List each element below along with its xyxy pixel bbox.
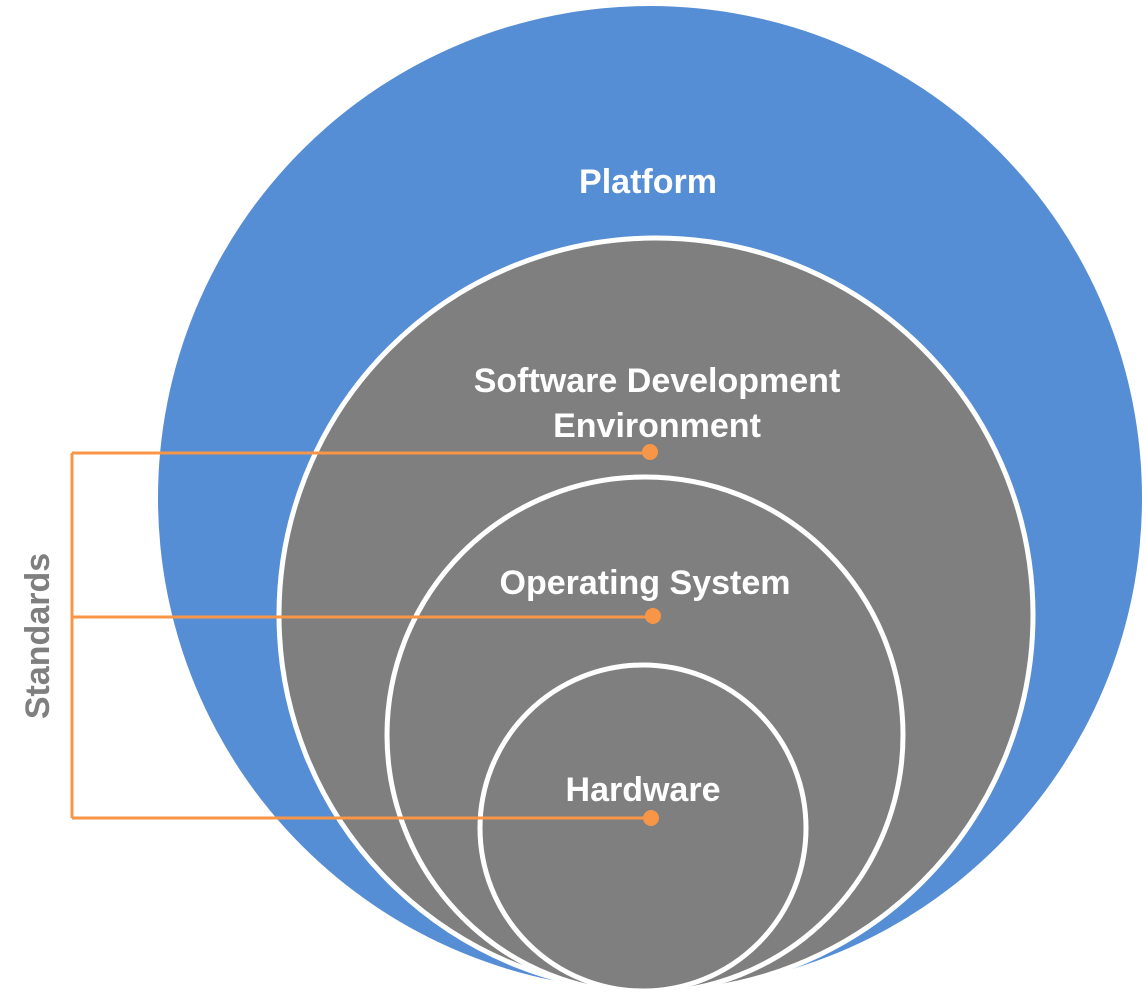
hardware-label: Hardware bbox=[566, 771, 721, 809]
hardware-circle bbox=[477, 662, 809, 994]
operating-system-label: Operating System bbox=[500, 564, 791, 602]
standards-connector bbox=[70, 451, 653, 820]
platform-label: Platform bbox=[579, 163, 717, 201]
software-dev-env-label-line1: Software Development bbox=[474, 362, 841, 400]
software-dev-env-label-line2: Environment bbox=[553, 407, 761, 445]
standards-label: Standards bbox=[19, 553, 57, 719]
connector-dot-operating-system bbox=[645, 608, 661, 624]
connector-dot-software-dev-env bbox=[642, 444, 658, 460]
connector-dot-hardware bbox=[643, 810, 659, 826]
